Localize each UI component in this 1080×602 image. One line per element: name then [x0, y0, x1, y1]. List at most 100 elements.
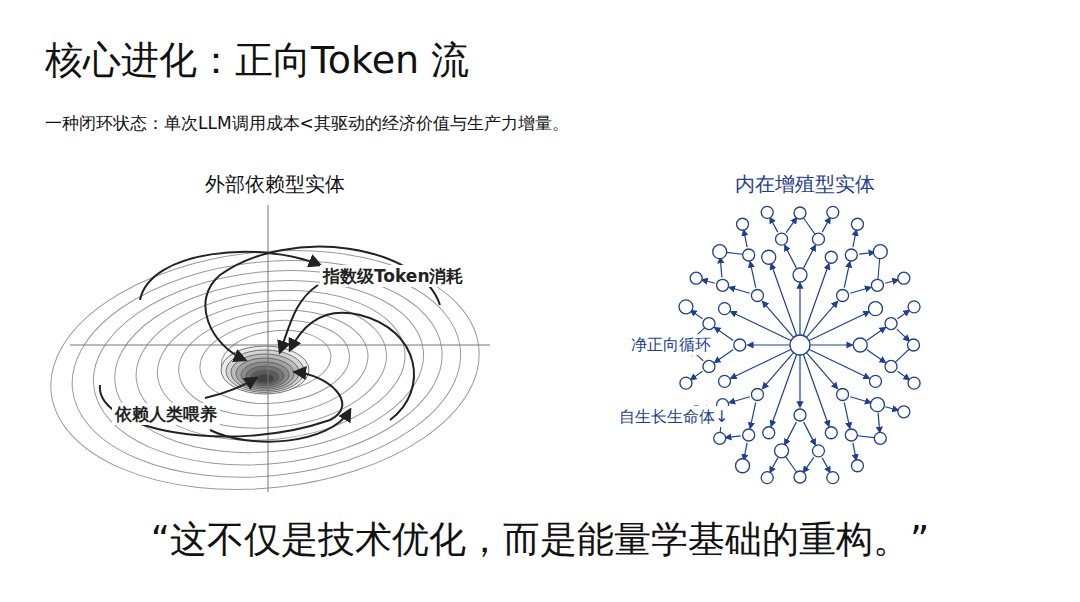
network-node — [845, 429, 857, 441]
funnel-ring — [256, 374, 274, 383]
network-arrow — [808, 344, 852, 345]
network-node — [717, 279, 729, 291]
panel-heading: 内在增殖型实体 — [735, 172, 875, 196]
network-node — [713, 245, 727, 259]
network-arrow — [744, 443, 747, 460]
vortex-ring — [218, 325, 334, 396]
network-arrow — [859, 252, 874, 254]
network-node — [812, 445, 824, 457]
network-node — [812, 233, 824, 245]
panel-heading: 外部依赖型实体 — [205, 172, 345, 196]
network-node — [719, 303, 731, 315]
network-arrow — [898, 310, 910, 318]
network-node — [763, 427, 775, 439]
network-node — [869, 375, 881, 387]
network-node — [827, 472, 839, 484]
network-node — [837, 388, 849, 400]
network-node — [908, 301, 920, 313]
network-arrow — [729, 287, 749, 293]
network-illustration — [679, 206, 920, 483]
network-node — [790, 335, 810, 355]
network-node — [908, 377, 920, 389]
network-arrow — [785, 245, 797, 268]
network-arrow — [763, 351, 795, 388]
network-node — [751, 290, 763, 302]
network-arrow — [750, 402, 756, 428]
vortex-ring — [106, 266, 432, 467]
network-node — [734, 339, 746, 351]
network-arrow — [770, 218, 778, 232]
vortex-ring — [129, 278, 413, 453]
network-arrow — [770, 458, 778, 472]
network-node — [851, 460, 863, 472]
callout-label: 指数级Token消耗 — [320, 265, 467, 287]
funnel-ring — [246, 366, 284, 386]
callout-label: 自生长生命体↓ — [616, 406, 731, 427]
axis-line — [70, 345, 490, 346]
network-node — [736, 459, 750, 473]
network-node — [898, 406, 910, 418]
network-arrow — [805, 351, 837, 388]
subtitle: 一种闭环状态：单次LLM调用成本<其驱动的经济价值与生产力增量。 — [45, 113, 569, 133]
network-arrow — [720, 258, 722, 278]
network-node — [794, 471, 806, 483]
network-arrow — [691, 310, 703, 318]
network-node — [885, 318, 897, 330]
network-node — [873, 245, 887, 259]
network-arrow — [799, 283, 800, 337]
network-node — [761, 206, 773, 218]
network-arrow — [897, 329, 909, 341]
network-arrow — [803, 457, 813, 472]
network-node — [690, 272, 702, 284]
network-arrow — [805, 302, 837, 339]
quote-caption: “这不仅是技术优化，而是能量学基础的重构。” — [151, 518, 929, 562]
network-arrow — [804, 245, 816, 268]
network-arrow — [844, 402, 850, 428]
network-arrow — [807, 348, 869, 378]
vortex-ring — [196, 313, 354, 410]
network-node — [908, 339, 920, 351]
network-arrow — [744, 230, 747, 247]
network-node — [845, 249, 857, 261]
callout-label: 依赖人类喂养 — [112, 403, 220, 425]
network-arrow — [726, 436, 741, 438]
network-node — [703, 318, 715, 330]
network-node — [680, 377, 692, 389]
network-node — [775, 444, 789, 458]
callout-label: 净正向循环 — [628, 334, 714, 355]
network-arrow — [731, 312, 793, 342]
network-arrow — [853, 230, 856, 247]
network-node — [885, 360, 897, 372]
network-arrow — [867, 328, 886, 341]
network-arrow — [750, 262, 756, 288]
network-node — [825, 427, 837, 439]
network-arrow — [763, 302, 795, 339]
network-arrow — [786, 218, 796, 233]
network-node — [703, 360, 715, 372]
vortex-ring — [39, 230, 491, 510]
slide-title: 核心进化：正向Token 流 — [45, 38, 469, 84]
network-arrow — [702, 280, 715, 283]
network-arrow — [844, 262, 850, 288]
network-arrow — [804, 422, 816, 445]
network-node — [761, 472, 773, 484]
network-arrow — [785, 422, 797, 445]
funnel-ring — [251, 370, 279, 384]
network-arrow — [691, 371, 703, 379]
network-arrow — [898, 371, 910, 379]
network-node — [851, 218, 863, 230]
network-arrow — [729, 397, 749, 403]
network-arrow — [715, 328, 734, 341]
network-arrow — [822, 218, 830, 232]
network-arrow — [799, 353, 800, 407]
network-node — [874, 432, 886, 444]
network-node — [825, 251, 837, 263]
network-node — [870, 398, 884, 412]
network-node — [793, 268, 807, 282]
network-node — [762, 250, 776, 264]
network-node — [743, 429, 755, 441]
network-node — [871, 279, 883, 291]
network-node — [737, 218, 749, 230]
vortex-ring — [61, 242, 471, 496]
